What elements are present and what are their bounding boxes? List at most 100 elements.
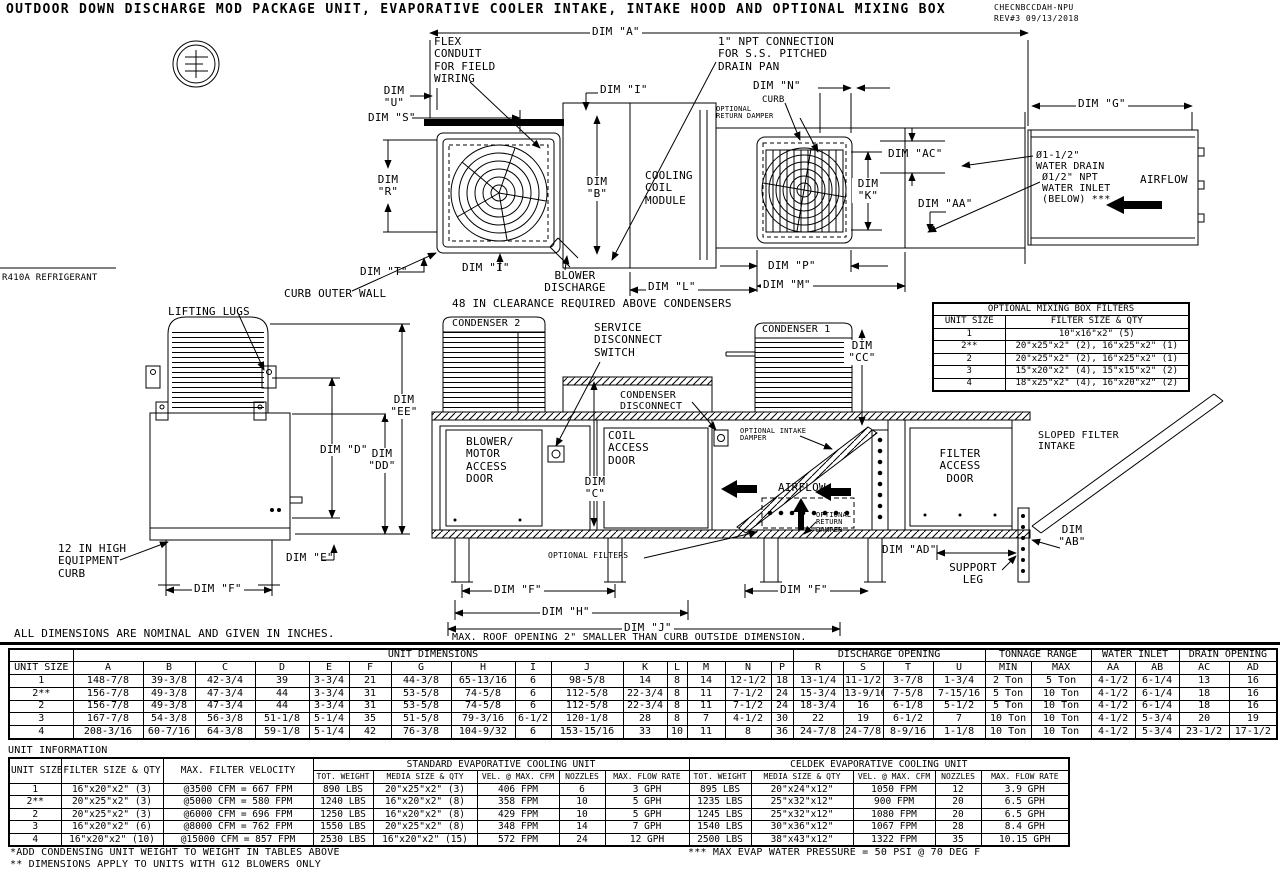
table-cell: 6	[514, 674, 552, 688]
table-cell: 20"x25"x2" (3)	[60, 795, 164, 809]
table-cell: 42	[348, 725, 392, 740]
table-cell: 53-5/8	[390, 699, 452, 714]
table-cell: 20	[1178, 712, 1230, 727]
table-cell: 5 Ton	[1030, 674, 1092, 688]
dim-u-label: DIM "U"	[383, 84, 405, 110]
column-header: L	[666, 661, 688, 676]
table-cell: 59-1/8	[254, 725, 310, 740]
column-header: I	[514, 661, 552, 676]
table-cell: 54-3/8	[142, 712, 196, 727]
group-header-row: UNIT SIZE FILTER SIZE & QTY MAX. FILTER …	[8, 757, 1070, 784]
table-cell: 6	[558, 782, 606, 797]
elevation-view-drawing	[119, 312, 1224, 636]
table-cell: 20"x25"x2" (8)	[372, 820, 478, 835]
column-header: MAX. FLOW RATE	[604, 770, 690, 784]
table-cell: 112-5/8	[550, 699, 624, 714]
g12-blowers-note: ** DIMENSIONS APPLY TO UNITS WITH G12 BL…	[10, 859, 322, 870]
dim-a-label: DIM "A"	[590, 25, 642, 39]
table-cell: 6-1/4	[1134, 674, 1180, 688]
table-cell: 2**	[932, 340, 1006, 354]
max-water-pressure-note: *** MAX EVAP WATER PRESSURE = 50 PSI @ 7…	[688, 847, 981, 858]
optional-return-damper-top-label: OPTIONAL RETURN DAMPER	[716, 105, 774, 121]
table-cell: 1322 FPM	[852, 833, 936, 847]
table-cell: 3	[932, 365, 1006, 379]
column-header: M	[686, 661, 726, 676]
table-cell: 104-9/32	[450, 725, 516, 740]
table-cell: 5-1/2	[932, 699, 986, 714]
table-cell: 120-1/8	[550, 712, 624, 727]
column-header: AA	[1090, 661, 1136, 676]
filter-access-door-label: FILTER ACCESS DOOR	[939, 447, 981, 485]
table-cell: 16	[1228, 686, 1278, 701]
dim-ac-label: DIM "AC"	[888, 147, 943, 160]
optional-filters-label: OPTIONAL FILTERS	[548, 551, 629, 560]
table-cell: 30	[770, 712, 794, 727]
blank-header-cell	[8, 648, 74, 663]
table-cell: 12-1/2	[724, 674, 772, 688]
table-cell: 153-15/16	[550, 725, 624, 740]
unit-dimensions-group-header: UNIT DIMENSIONS	[72, 648, 794, 663]
table-cell: 10 Ton	[1030, 725, 1092, 740]
sloped-filter-intake-label: SLOPED FILTER INTAKE	[1038, 430, 1119, 453]
table-cell: 25"x32"x12"	[750, 795, 854, 809]
table-cell: 1235 LBS	[688, 795, 752, 809]
table-cell: 6.5 GPH	[980, 795, 1070, 809]
dim-j-label: DIM "J"	[622, 621, 674, 635]
column-header: A	[72, 661, 144, 676]
intake-hood	[1027, 129, 1205, 246]
table-cell: 16	[842, 699, 884, 714]
curb-label: CURB	[762, 95, 785, 105]
dim-l-label: DIM "L"	[646, 280, 698, 294]
table-cell: 30"x36"x12"	[750, 820, 854, 835]
table-cell: 1-1/8	[932, 725, 986, 740]
table-cell: 10"x16"x2" (5)	[1004, 327, 1190, 341]
column-header: AC	[1178, 661, 1230, 676]
table-cell: 39-3/8	[142, 674, 196, 688]
table-cell: 6-1/2	[514, 712, 552, 727]
table-cell: 4-1/2	[1090, 699, 1136, 714]
table-cell: 64-3/8	[194, 725, 256, 740]
column-header: F	[348, 661, 392, 676]
table-cell: 1240 LBS	[312, 795, 374, 809]
support-leg-label: SUPPORT LEG	[949, 561, 997, 587]
optional-intake-damper-label: OPTIONAL INTAKE DAMPER	[740, 427, 807, 443]
column-header: MEDIA SIZE & QTY	[750, 770, 854, 784]
table-cell: 7-1/2	[724, 686, 772, 701]
dim-i-top-label: DIM "I"	[600, 83, 648, 96]
table-cell: 8.4 GPH	[980, 820, 1070, 835]
table-cell: 20"x24"x12"	[750, 782, 854, 797]
table-cell: 10 Ton	[1030, 686, 1092, 701]
table-cell: 4-1/2	[1090, 674, 1136, 688]
table-cell: 13-9/16	[842, 686, 884, 701]
table-cell: 112-5/8	[550, 686, 624, 701]
table-cell: 39	[254, 674, 310, 688]
table-cell: 2**	[8, 795, 62, 809]
table-cell: 16"x20"x2" (10)	[60, 833, 164, 847]
table-cell: 5 GPH	[604, 807, 690, 822]
dim-cc-label: DIM "CC"	[844, 339, 880, 365]
dim-aa-label: DIM "AA"	[918, 197, 973, 210]
nominal-dimensions-note: ALL DIMENSIONS ARE NOMINAL AND GIVEN IN …	[14, 627, 335, 640]
table-cell: 24	[770, 686, 794, 701]
table-cell: 16"x20"x2" (8)	[372, 795, 478, 809]
dim-ee-label: DIM "EE"	[386, 393, 422, 419]
table-cell: 7	[932, 712, 986, 727]
table-cell: 12	[934, 782, 982, 797]
table-cell: 44	[254, 686, 310, 701]
table-cell: 5 GPH	[604, 795, 690, 809]
blower-discharge-label: BLOWER DISCHARGE	[544, 269, 606, 295]
column-header: J	[550, 661, 624, 676]
revision-block: CHECNBCCDAH-NPU REV#3 09/13/2018	[994, 3, 1080, 23]
table-cell: 19	[842, 712, 884, 727]
mixing-box-filters-title: OPTIONAL MIXING BOX FILTERS	[932, 302, 1190, 316]
table-cell: 4	[8, 725, 74, 740]
table-cell: 895 LBS	[688, 782, 752, 797]
table-cell: 5-3/4	[1134, 712, 1180, 727]
dim-ad-label: DIM "AD"	[882, 543, 937, 556]
